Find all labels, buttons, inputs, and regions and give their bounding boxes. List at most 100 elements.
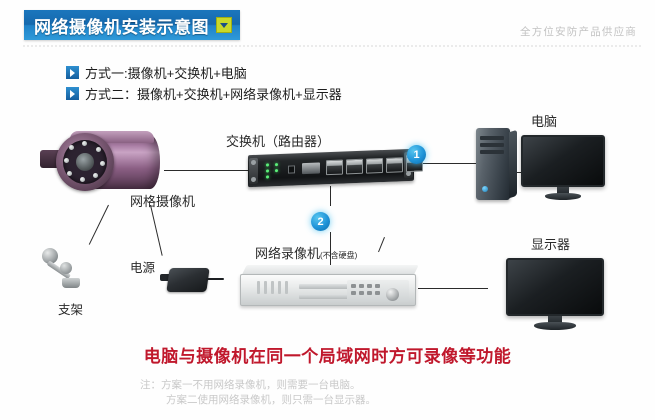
monitor-screen <box>506 258 604 316</box>
status-led-icon <box>275 163 278 167</box>
nvr-vent <box>257 281 260 294</box>
pc-drive-bay <box>480 143 504 147</box>
monitor-screen <box>521 135 605 187</box>
bracket-knob <box>60 262 72 274</box>
camera-lens <box>76 153 94 171</box>
nvr-vent <box>271 281 274 294</box>
nvr-control-panel[interactable] <box>347 280 409 302</box>
camera-front <box>56 133 114 191</box>
switch-reset-button[interactable] <box>288 165 295 174</box>
network-video-recorder <box>240 265 420 313</box>
ir-led-icon <box>82 141 87 146</box>
nvr-jog-dial[interactable] <box>386 288 399 301</box>
switch-chassis <box>248 148 423 188</box>
nvr-button[interactable] <box>367 284 372 288</box>
footer-note-line-1: 注：方案一不用网络录像机，则需要一台电脑。 <box>140 379 361 391</box>
nvr-button[interactable] <box>359 291 364 295</box>
adapter-plug <box>160 274 172 281</box>
bracket-base <box>62 278 80 288</box>
pc-drive-bay <box>480 150 504 154</box>
nvr-trim <box>299 284 353 289</box>
ip-camera <box>40 131 160 195</box>
badge-1: 1 <box>407 145 426 164</box>
nvr-button[interactable] <box>375 284 380 288</box>
play-arrow-icon <box>66 87 79 100</box>
link-nvr-monitor <box>418 288 488 289</box>
camera-label: 网格摄像机 <box>130 194 196 209</box>
ir-led-icon <box>100 161 105 166</box>
bracket-joint <box>42 248 58 264</box>
header-divider <box>22 45 641 47</box>
rj45-port <box>366 158 383 174</box>
adapter-body <box>166 268 210 292</box>
monitor-label: 显示器 <box>531 237 571 252</box>
ir-led-icon <box>67 171 72 176</box>
link-camera-bracket <box>88 204 109 245</box>
ir-led-icon <box>96 147 101 152</box>
ir-led-icon <box>64 158 69 163</box>
nvr-trim <box>299 294 353 299</box>
list-item: 方式一:摄像机+交换机+电脑 <box>66 62 342 83</box>
page-title: 网络摄像机安装示意图 <box>34 17 209 37</box>
nvr-button[interactable] <box>351 291 356 295</box>
nvr-button[interactable] <box>367 291 372 295</box>
pc-drive-bay <box>480 136 504 140</box>
bracket-label: 支架 <box>58 303 84 317</box>
nvr-vent <box>285 281 288 294</box>
play-arrow-icon <box>66 66 79 79</box>
nvr-button[interactable] <box>359 284 364 288</box>
computer-monitor <box>521 135 605 201</box>
nvr-button[interactable] <box>375 291 380 295</box>
ir-led-icon <box>69 145 74 150</box>
method-list: 方式一:摄像机+交换机+电脑 方式二：摄像机+交换机+网络录像机+显示器 <box>66 62 342 104</box>
switch-label: 交换机（路由器） <box>226 134 331 149</box>
pc-chassis <box>476 128 510 200</box>
monitor-base <box>534 322 576 330</box>
status-led-icon <box>275 169 278 173</box>
camera-bracket <box>36 248 88 300</box>
power-button-icon[interactable] <box>482 186 488 192</box>
rj45-port <box>346 158 363 175</box>
ir-led-icon <box>80 177 85 182</box>
monitor-neck <box>557 187 569 195</box>
nvr-vent <box>264 281 267 294</box>
link-switch-nvr-upper <box>330 186 331 206</box>
link-camera-switch <box>164 170 250 171</box>
monitor-neck <box>548 316 562 325</box>
rj45-port <box>386 157 403 173</box>
power-label: 电源 <box>130 261 156 275</box>
link-switch-pc <box>414 163 476 164</box>
nvr-button[interactable] <box>351 284 356 288</box>
page-title-banner: 网络摄像机安装示意图 <box>24 10 240 40</box>
status-led-icon <box>266 169 269 173</box>
camera-ir-ring <box>63 140 107 184</box>
status-led-icon <box>266 163 269 167</box>
power-adapter <box>160 262 224 298</box>
chevron-down-icon <box>216 17 232 33</box>
method-1-label: 方式一:摄像机+交换机+电脑 <box>85 66 247 81</box>
switch-sfp-slot <box>302 162 320 175</box>
footer-headline: 电脑与摄像机在同一个局域网时方可录像等功能 <box>143 347 512 366</box>
nvr-label: 网络录像机(不含硬盘) <box>255 243 357 262</box>
link-camera-power <box>150 204 163 256</box>
rj45-port <box>326 159 343 176</box>
link-switch-nvr-lower <box>330 232 331 266</box>
nvr-label-sub: (不含硬盘) <box>320 251 358 260</box>
list-item: 方式二：摄像机+交换机+网络录像机+显示器 <box>66 83 342 104</box>
nvr-vent <box>278 281 281 294</box>
display-monitor <box>506 258 604 330</box>
status-led-icon <box>266 175 269 179</box>
method-2-label: 方式二：摄像机+交换机+网络录像机+显示器 <box>85 87 342 102</box>
footer-note: 注：方案一不用网络录像机，则需要一台电脑。 方案二使用网络录像机，则只需一台显示… <box>140 378 376 408</box>
badge-2: 2 <box>311 212 330 231</box>
nvr-label-main: 网络录像机 <box>255 246 321 261</box>
monitor-base <box>545 193 581 200</box>
computer-label: 电脑 <box>531 114 558 129</box>
pc-side-panel <box>509 129 517 199</box>
footer-note-line-2: 方案二使用网络录像机，则只需一台显示器。 <box>166 394 376 406</box>
network-switch <box>248 148 423 188</box>
desktop-computer <box>476 128 517 200</box>
nvr-front-panel <box>240 274 416 306</box>
adapter-cord <box>206 278 224 280</box>
